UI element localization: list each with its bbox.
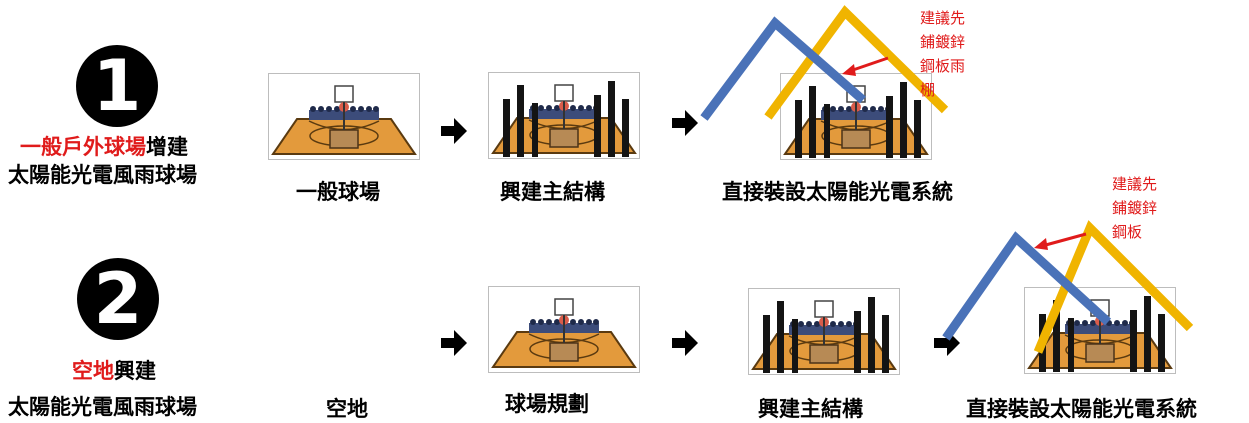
- row-1-step-label: 一般球場: [296, 180, 380, 204]
- note-line: 棚: [920, 81, 936, 99]
- row-2-step-label: 直接裝設太陽能光電系統: [966, 397, 1197, 421]
- row-2-title-line2: 太陽能光電風雨球場: [8, 395, 197, 419]
- red-pointer-arrow: [849, 56, 889, 73]
- yellow-roof-line: [1033, 220, 1194, 354]
- row-2-title-rest: 興建: [114, 359, 156, 383]
- row-2-structure-image: [748, 288, 900, 375]
- note-line: 建議先: [1112, 175, 1158, 193]
- row-2-roof-diagram: [942, 220, 1194, 354]
- blue-roof-line: [942, 231, 1112, 341]
- red-pointer-arrow: [1041, 232, 1087, 248]
- note-line: 建議先: [920, 9, 966, 27]
- row-1-title-line2: 太陽能光電風雨球場: [8, 163, 197, 187]
- row-1-recommendation-note: 建議先 鋪鍍鋅 鋼板雨 棚: [920, 6, 965, 102]
- arrow-icon: [441, 330, 467, 356]
- row-2-step-label: 空地: [326, 397, 368, 421]
- row-2-step-label: 興建主結構: [758, 397, 863, 421]
- row-1-title: 一般戶外球場增建: [20, 133, 188, 161]
- row-2-court-image: [488, 286, 640, 373]
- row-1-court-image: [268, 73, 420, 160]
- row-2-recommendation-note: 建議先 鋪鍍鋅 鋼板: [1112, 172, 1157, 244]
- note-line: 鋼板雨: [920, 57, 966, 75]
- row-1-title-highlight: 一般戶外球場: [20, 135, 146, 159]
- row-2-step-label: 球場規劃: [505, 392, 589, 416]
- row-1-structure-image: [488, 72, 640, 159]
- arrow-icon: [441, 118, 467, 144]
- row-1-step-label: 直接裝設太陽能光電系統: [722, 180, 953, 204]
- step-number-badge-1: 1: [76, 45, 158, 127]
- row-2-title: 空地興建: [72, 357, 156, 385]
- note-line: 鋪鍍鋅: [1112, 199, 1158, 217]
- row-1-roof-diagram: [700, 5, 949, 121]
- arrow-icon: [672, 330, 698, 356]
- step-number-badge-2: 2: [77, 258, 159, 340]
- yellow-roof-line: [764, 5, 949, 120]
- note-line: 鋼板: [1112, 223, 1143, 241]
- row-1-step-label: 興建主結構: [500, 180, 605, 204]
- row-1-title-rest: 增建: [146, 135, 188, 159]
- row-1-solar-image: [780, 73, 932, 160]
- note-line: 鋪鍍鋅: [920, 33, 966, 51]
- row-2-title-highlight: 空地: [72, 359, 114, 383]
- blue-roof-line: [700, 16, 866, 121]
